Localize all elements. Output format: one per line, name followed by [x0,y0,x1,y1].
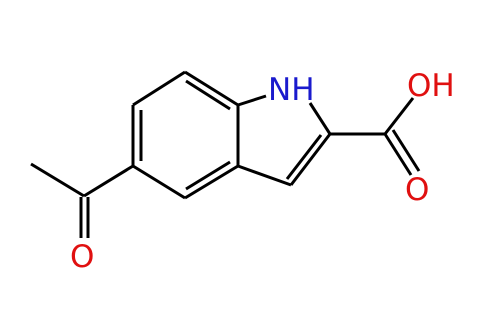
bond-carboxyl-o-2 [391,129,421,172]
bond-ring-5 [184,164,239,200]
carboxyl-oxygen-label: O [405,172,429,208]
bond-carbonyl-ring [83,164,134,198]
bond-c2-c3 [289,133,332,186]
bond-ring-3 [184,70,239,107]
bond-carboxyl-oh [383,97,415,135]
acetyl-oxygen-label: O [70,239,94,275]
bond-methyl-carbonyl [30,162,85,198]
bond-ring-3-inner [185,79,231,111]
bond-c2-c3-inner [285,134,323,180]
bond-ring-6 [132,164,186,200]
bond-carboxyl-o-1 [383,133,413,176]
oh-label: OH [407,68,455,104]
nh-label: NH [268,72,315,108]
bond-ring-2 [132,70,186,107]
bond-ring-5-inner [185,160,231,191]
bond-ring-n [237,94,267,107]
bond-c3-c3a [237,164,292,187]
bond-n-c2 [308,102,332,135]
